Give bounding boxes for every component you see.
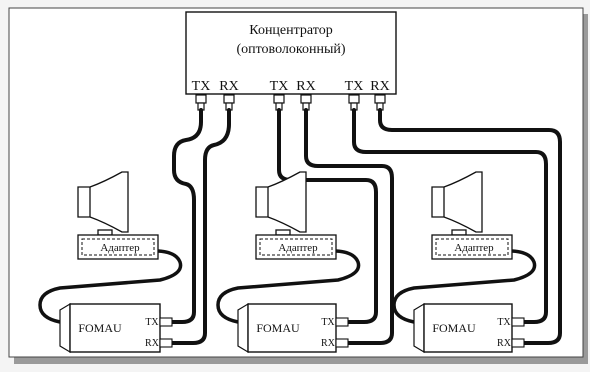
- fomau-label: FOMAU: [256, 321, 300, 335]
- connector-icon: [159, 338, 173, 348]
- fomau-tx-label: TX: [321, 317, 335, 328]
- computer-case-icon: Адаптер: [77, 234, 159, 260]
- connector-icon: [300, 94, 312, 111]
- fomau-rx-label: RX: [145, 338, 160, 349]
- adapter-label: Адаптер: [100, 242, 140, 254]
- connector-icon: [195, 94, 207, 111]
- connector-icon: [348, 94, 360, 111]
- fomau-box: FOMAU TX RX: [413, 302, 525, 354]
- hub-port1-rx-label: RX: [219, 79, 238, 94]
- hub-port2-tx-label: TX: [270, 79, 289, 94]
- connector-icon: [511, 338, 525, 348]
- monitor-icon: [255, 171, 307, 236]
- connector-icon: [273, 94, 285, 111]
- hub-connectors: [195, 94, 386, 111]
- hub-port2-rx-label: RX: [296, 79, 315, 94]
- connector-icon: [374, 94, 386, 111]
- fomau-tx-label: TX: [497, 317, 511, 328]
- hub-port3-rx-label: RX: [370, 79, 389, 94]
- fiber-cables: [170, 108, 562, 345]
- monitor-icon: [77, 171, 129, 236]
- fomau-label: FOMAU: [432, 321, 476, 335]
- computer-case-icon: Адаптер: [431, 234, 513, 260]
- fomau-rx-label: RX: [497, 338, 512, 349]
- fiber-cable-st3-tx: [352, 108, 548, 324]
- fiber-cable-st1-tx: [170, 108, 203, 324]
- fomau-label: FOMAU: [78, 321, 122, 335]
- hub-port1-tx-label: TX: [192, 79, 211, 94]
- fomau-tx-label: TX: [145, 317, 159, 328]
- utp-cable: [216, 249, 361, 324]
- connector-icon: [335, 338, 349, 348]
- station-1: Адаптер FOMAU TX RX: [38, 171, 183, 354]
- connector-icon: [335, 317, 349, 327]
- fiber-cable-st3-rx: [378, 108, 562, 345]
- hub: Концентратор (оптоволоконный) TX RX TX R…: [185, 11, 397, 95]
- connector-icon: [159, 317, 173, 327]
- computer-case-icon: Адаптер: [255, 234, 337, 260]
- hub-box: [185, 11, 397, 95]
- connector-icon: [511, 317, 525, 327]
- adapter-label: Адаптер: [454, 242, 494, 254]
- station-3: Адаптер FOMAU TX RX: [392, 171, 537, 354]
- fomau-box: FOMAU TX RX: [59, 302, 173, 354]
- connector-icon: [223, 94, 235, 111]
- adapter-label: Адаптер: [278, 242, 318, 254]
- utp-cable: [392, 249, 537, 324]
- hub-subtitle: (оптоволоконный): [236, 42, 345, 57]
- station-2: Адаптер FOMAU TX RX: [216, 171, 361, 354]
- fiber-cable-st2-rx: [304, 108, 394, 345]
- hub-title: Концентратор: [249, 23, 332, 38]
- fiber-cable-st1-rx: [170, 108, 231, 345]
- fomau-box: FOMAU TX RX: [237, 302, 349, 354]
- fomau-rx-label: RX: [321, 338, 336, 349]
- utp-cable: [38, 249, 183, 324]
- hub-port3-tx-label: TX: [345, 79, 364, 94]
- fiber-cable-st2-tx: [277, 108, 378, 324]
